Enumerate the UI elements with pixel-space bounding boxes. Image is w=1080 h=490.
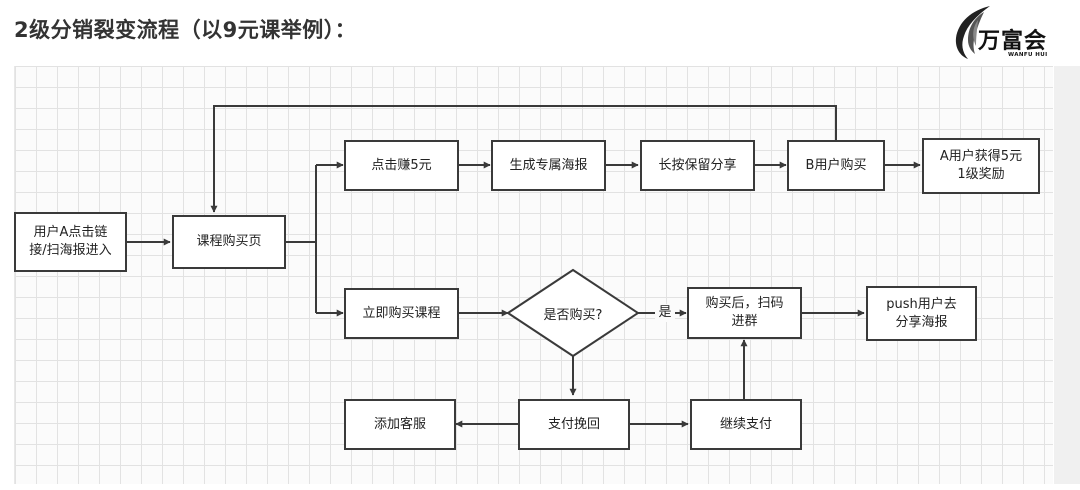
node-payment-recovery: 支付挽回 [518,399,630,450]
node-purchased-decision: 是否购买? [543,307,603,323]
canvas-right-edge [1054,66,1080,484]
node-buy-now: 立即购买课程 [344,288,459,339]
page-title: 2级分销裂变流程（以9元课举例）： [14,18,357,42]
wanfuhui-logo: 万富会 WANFU HUI [944,2,1050,62]
node-push-share-poster: push用户去 分享海报 [866,286,977,341]
node-long-press-share: 长按保留分享 [640,140,755,191]
node-user-a-reward: A用户获得5元 1级奖励 [922,138,1040,194]
node-add-customer-service: 添加客服 [344,399,456,450]
node-user-b-buy: B用户购买 [787,140,885,191]
logo-text: 万富会 [978,28,1048,54]
edge-label-yes: 是 [655,304,675,322]
node-after-purchase-scan: 购买后，扫码 进群 [687,287,802,339]
node-continue-payment: 继续支付 [690,399,802,450]
node-user-a-entry: 用户A点击链 接/扫海报进入 [14,212,127,272]
node-generate-poster: 生成专属海报 [491,140,606,191]
node-course-page: 课程购买页 [172,215,286,269]
node-click-earn: 点击赚5元 [344,140,459,191]
decision-diamond [506,268,640,358]
wing-emblem-icon [955,6,990,59]
edge-loop-back-to-course [210,105,837,213]
logo-subtext: WANFU HUI [1008,52,1048,58]
